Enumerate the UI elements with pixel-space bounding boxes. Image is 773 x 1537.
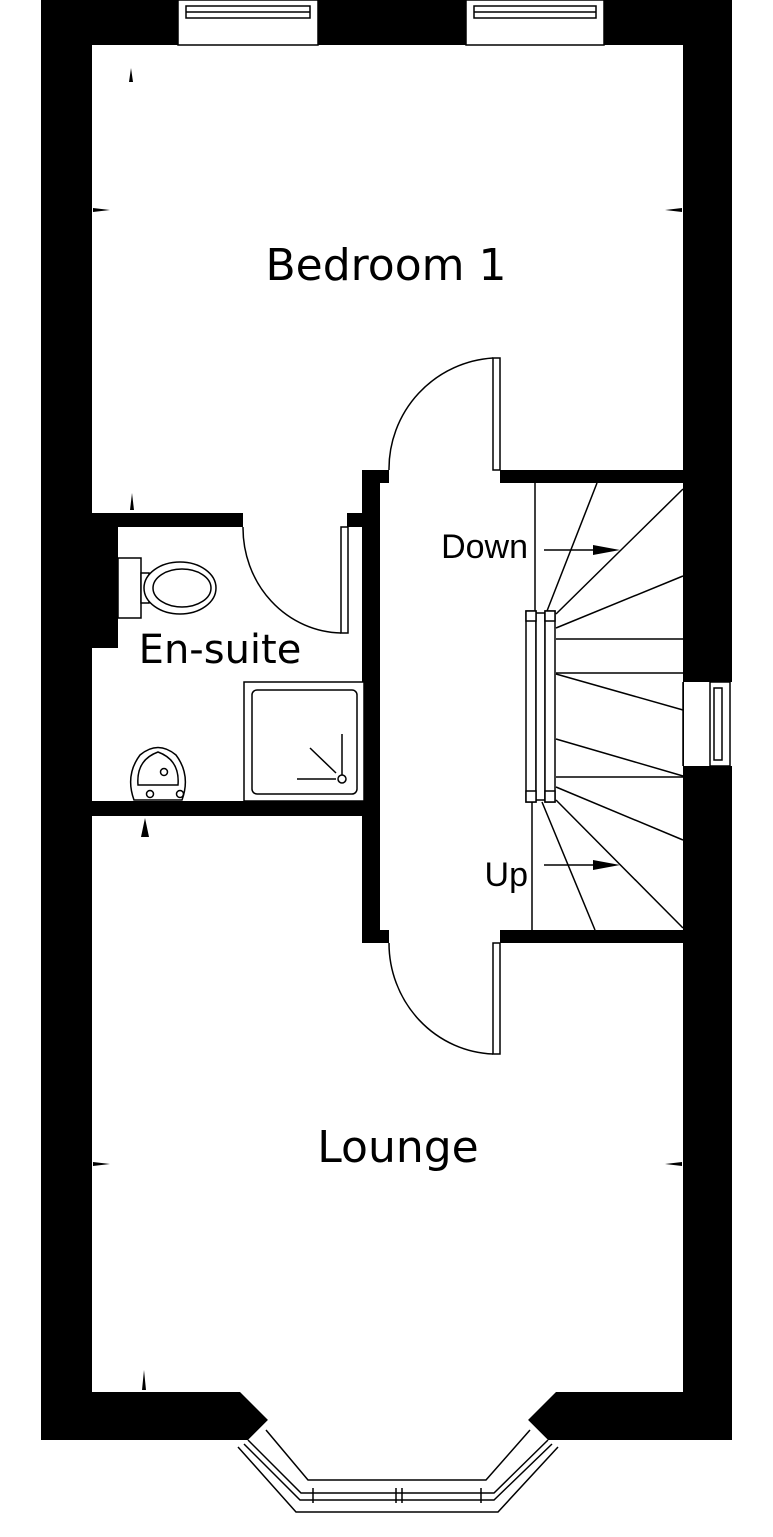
door-ensuite[interactable] (242, 526, 349, 634)
window-right (682, 681, 732, 767)
basin-icon (129, 746, 187, 801)
room-label-bedroom: Bedroom 1 (266, 240, 507, 291)
window-top-left (177, 0, 319, 46)
internal-walls (41, 470, 683, 943)
outer-walls (41, 0, 732, 1440)
dimension-markers (93, 68, 682, 1390)
door-lounge[interactable] (388, 942, 501, 1055)
staircase (525, 482, 684, 931)
shower-tray-icon (243, 681, 365, 802)
toilet-icon (117, 557, 217, 619)
door-bedroom[interactable] (388, 357, 501, 471)
window-top-right (465, 0, 605, 46)
bay-window (237, 1420, 559, 1515)
room-label-lounge: Lounge (317, 1122, 478, 1173)
arrow-up-icon (544, 860, 620, 870)
arrow-down-icon (544, 545, 620, 555)
room-label-ensuite: En-suite (139, 627, 302, 673)
stairs-up-label: Up (485, 856, 528, 894)
stairs-down-label: Down (441, 528, 528, 566)
